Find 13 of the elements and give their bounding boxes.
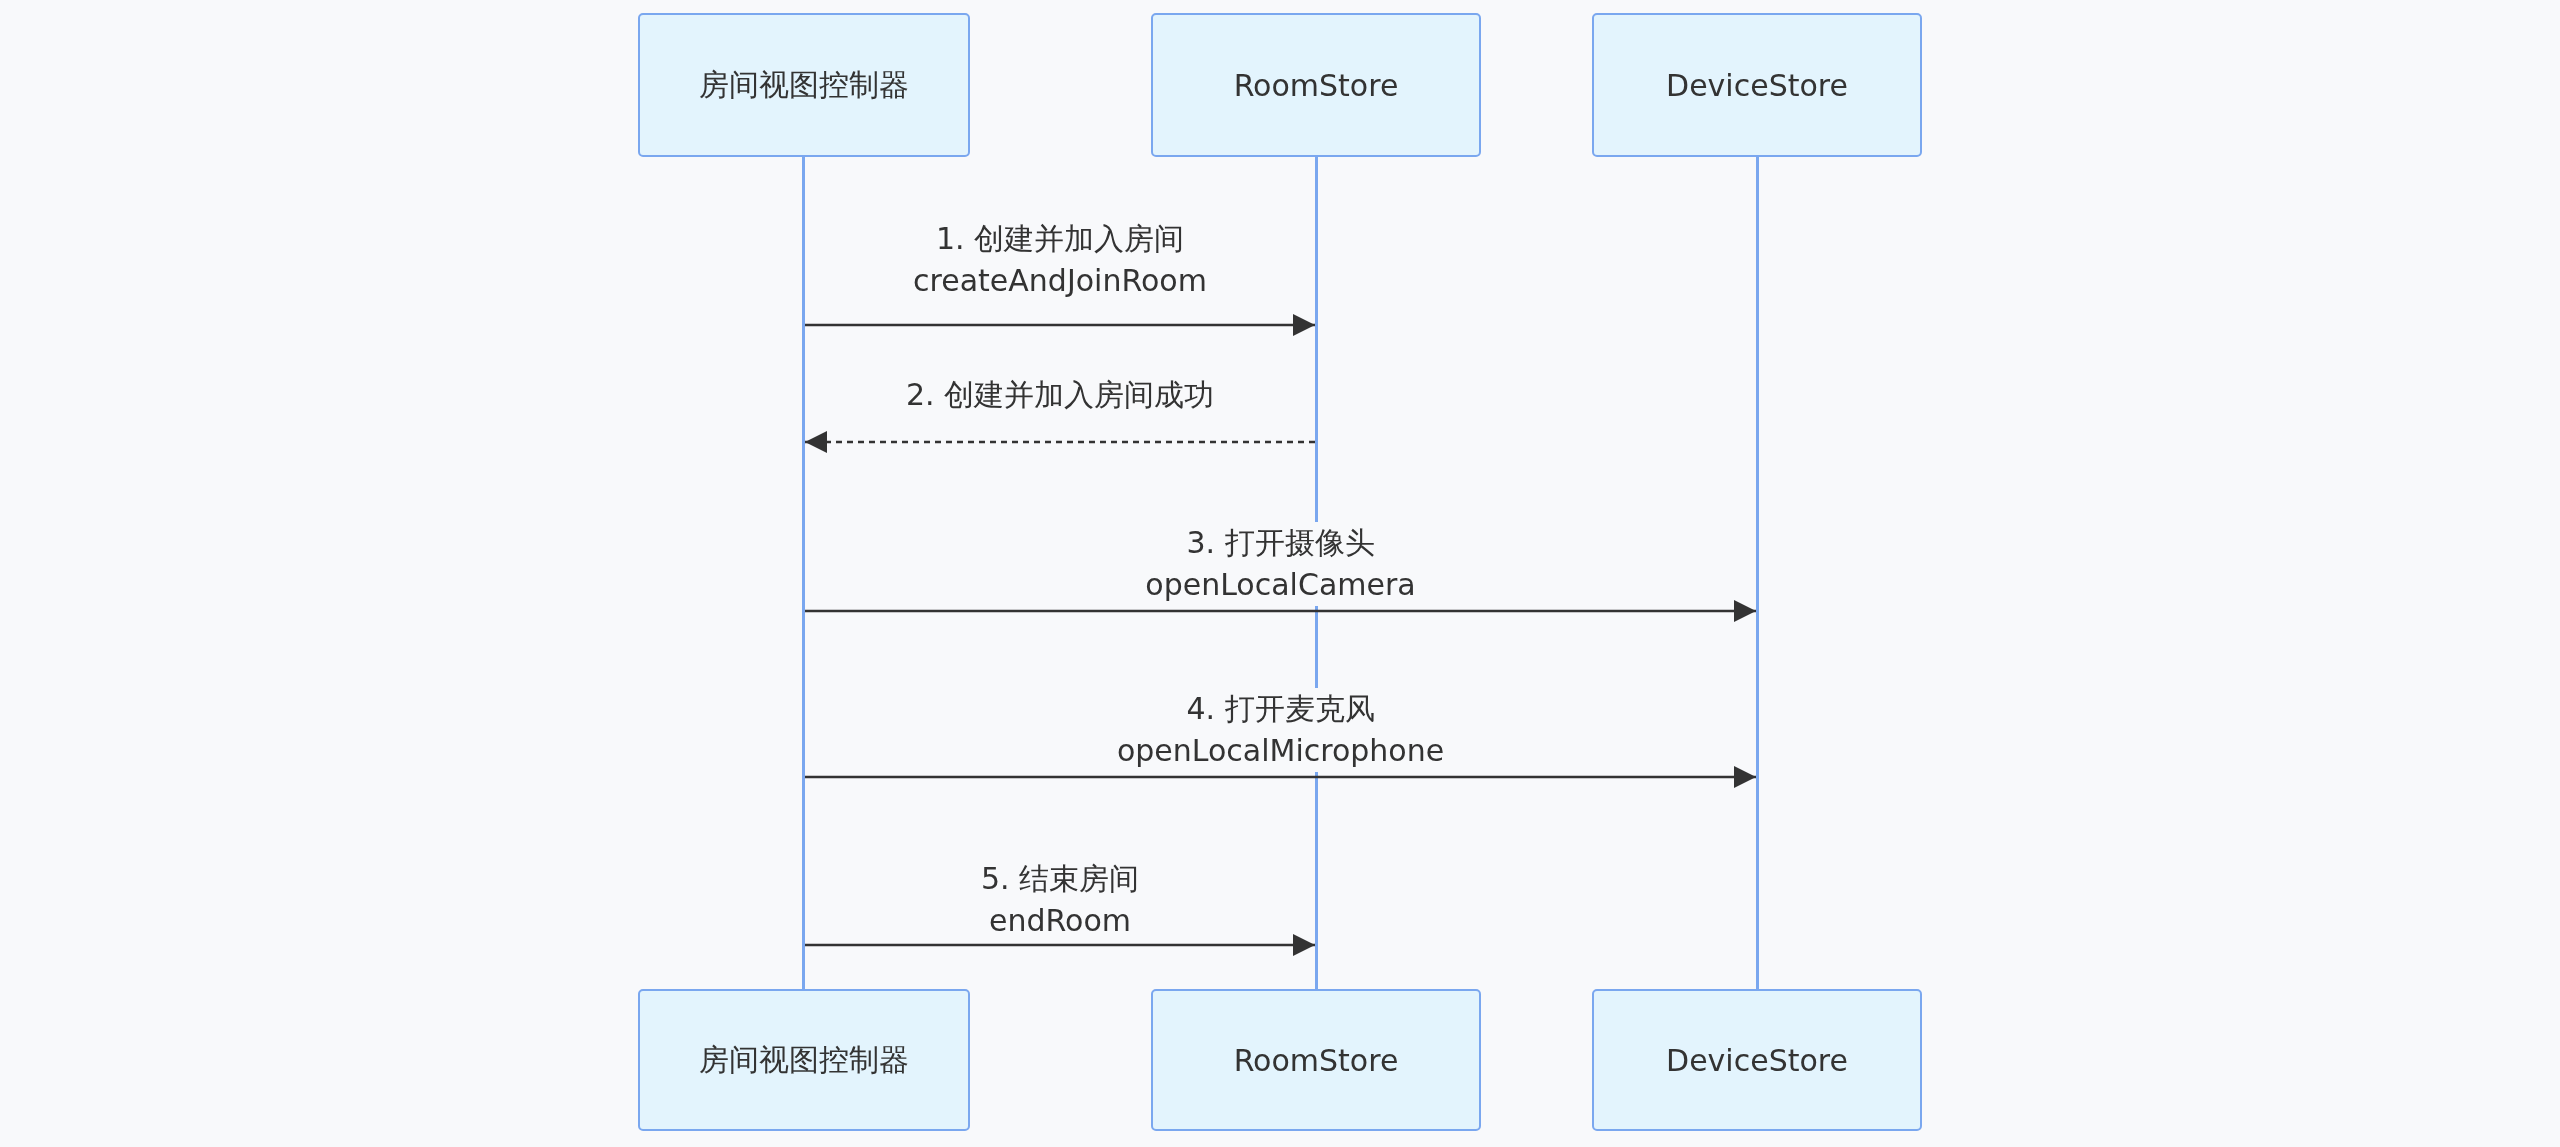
message-arrow xyxy=(805,766,1756,788)
message-arrow xyxy=(805,314,1315,336)
message-arrow xyxy=(805,600,1756,622)
participant-box: RoomStore xyxy=(1151,13,1481,157)
participant-box: 房间视图控制器 xyxy=(638,13,970,157)
message-arrow xyxy=(805,934,1315,956)
participant-box: DeviceStore xyxy=(1592,989,1922,1131)
participant-box: RoomStore xyxy=(1151,989,1481,1131)
lifeline xyxy=(802,157,805,989)
participant-box: DeviceStore xyxy=(1592,13,1922,157)
participant-box: 房间视图控制器 xyxy=(638,989,970,1131)
message-arrow xyxy=(805,431,1315,453)
lifeline xyxy=(1756,157,1759,989)
